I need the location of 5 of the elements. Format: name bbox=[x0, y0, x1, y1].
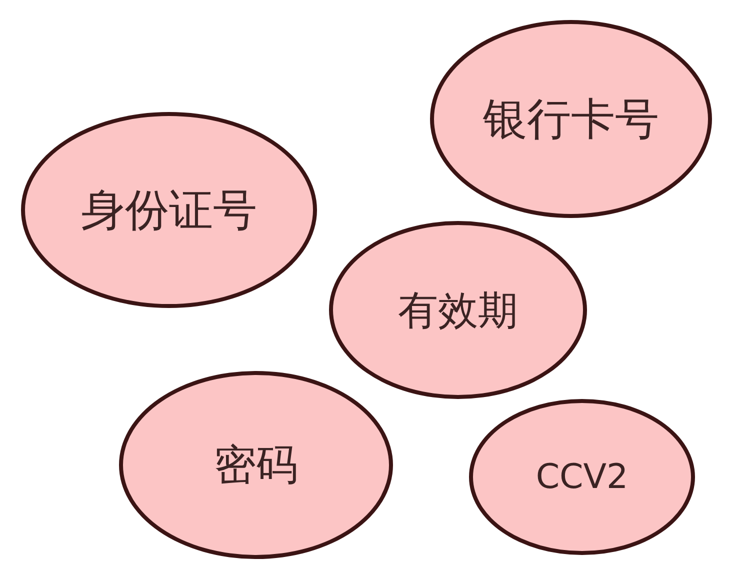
bubble-label: 银行卡号 bbox=[483, 92, 659, 146]
bubble-label: 密码 bbox=[214, 439, 298, 491]
bubble-label: 身份证号 bbox=[81, 184, 257, 238]
bubble-label: CCV2 bbox=[536, 457, 628, 497]
bubble-label: 有效期 bbox=[398, 286, 518, 336]
